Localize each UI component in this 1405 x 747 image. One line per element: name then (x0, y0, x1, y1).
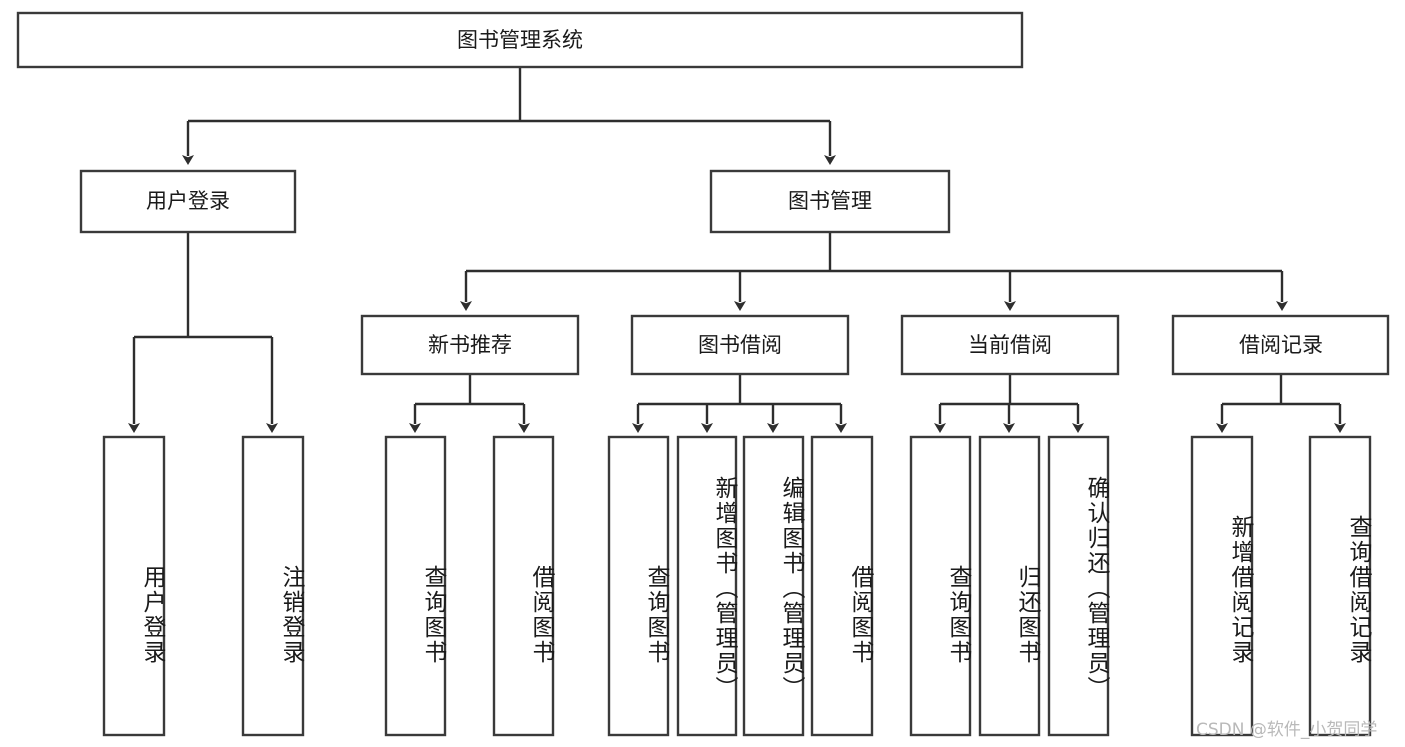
node-new-book-recommend-label: 新书推荐 (428, 333, 512, 357)
node-user-login-box[interactable] (79, 169, 297, 234)
node-book-borrow[interactable]: 图书借阅 (630, 314, 850, 376)
leaf-box-logout-login[interactable] (241, 435, 305, 737)
connector-group-book-management (460, 232, 1288, 311)
leaf-box-add-record[interactable] (1190, 435, 1254, 737)
node-book-borrow-label: 图书借阅 (698, 333, 782, 357)
leaf-box-query-record[interactable] (1308, 435, 1372, 737)
leaf-box-borrow-book-1[interactable] (492, 435, 555, 737)
node-user-login-label: 用户登录 (146, 189, 230, 213)
connector-group-current-borrow (934, 374, 1084, 433)
node-current-borrow[interactable]: 当前借阅 (900, 314, 1120, 376)
leaf-box-borrow-book-2[interactable] (810, 435, 874, 737)
node-root-box[interactable] (16, 11, 1024, 69)
leaf-box-query-book-3[interactable] (909, 435, 972, 737)
leaf-box-confirm-return[interactable] (1047, 435, 1110, 737)
leaf-box-query-book-1[interactable] (384, 435, 447, 737)
connector-group-user-login (128, 232, 278, 433)
node-borrow-record[interactable]: 借阅记录 (1171, 314, 1390, 376)
leaf-boxes (102, 435, 1372, 737)
csdn-watermark: CSDN @软件_小贺同学 (1196, 720, 1378, 740)
connector-group-new-book-recommend (409, 374, 530, 433)
node-root[interactable]: 图书管理系统 (16, 11, 1024, 69)
node-new-book-recommend-box[interactable] (360, 314, 580, 376)
leaf-box-return-book[interactable] (978, 435, 1041, 737)
connector-group-root (182, 67, 836, 165)
node-user-login[interactable]: 用户登录 (79, 169, 297, 234)
connector-group-borrow-record (1216, 374, 1346, 433)
leaf-box-edit-book[interactable] (742, 435, 805, 737)
node-borrow-record-label: 借阅记录 (1239, 333, 1323, 357)
node-book-management-box[interactable] (709, 169, 951, 234)
leaf-box-add-book[interactable] (676, 435, 738, 737)
leaf-box-user-login[interactable] (102, 435, 166, 737)
leaf-box-query-book-2[interactable] (607, 435, 670, 737)
node-current-borrow-label: 当前借阅 (968, 333, 1052, 357)
node-book-management-label: 图书管理 (788, 189, 872, 213)
node-book-borrow-box[interactable] (630, 314, 850, 376)
node-current-borrow-box[interactable] (900, 314, 1120, 376)
node-root-label: 图书管理系统 (457, 28, 583, 52)
node-borrow-record-box[interactable] (1171, 314, 1390, 376)
connector-group-book-borrow (632, 374, 847, 433)
node-book-management[interactable]: 图书管理 (709, 169, 951, 234)
node-new-book-recommend[interactable]: 新书推荐 (360, 314, 580, 376)
